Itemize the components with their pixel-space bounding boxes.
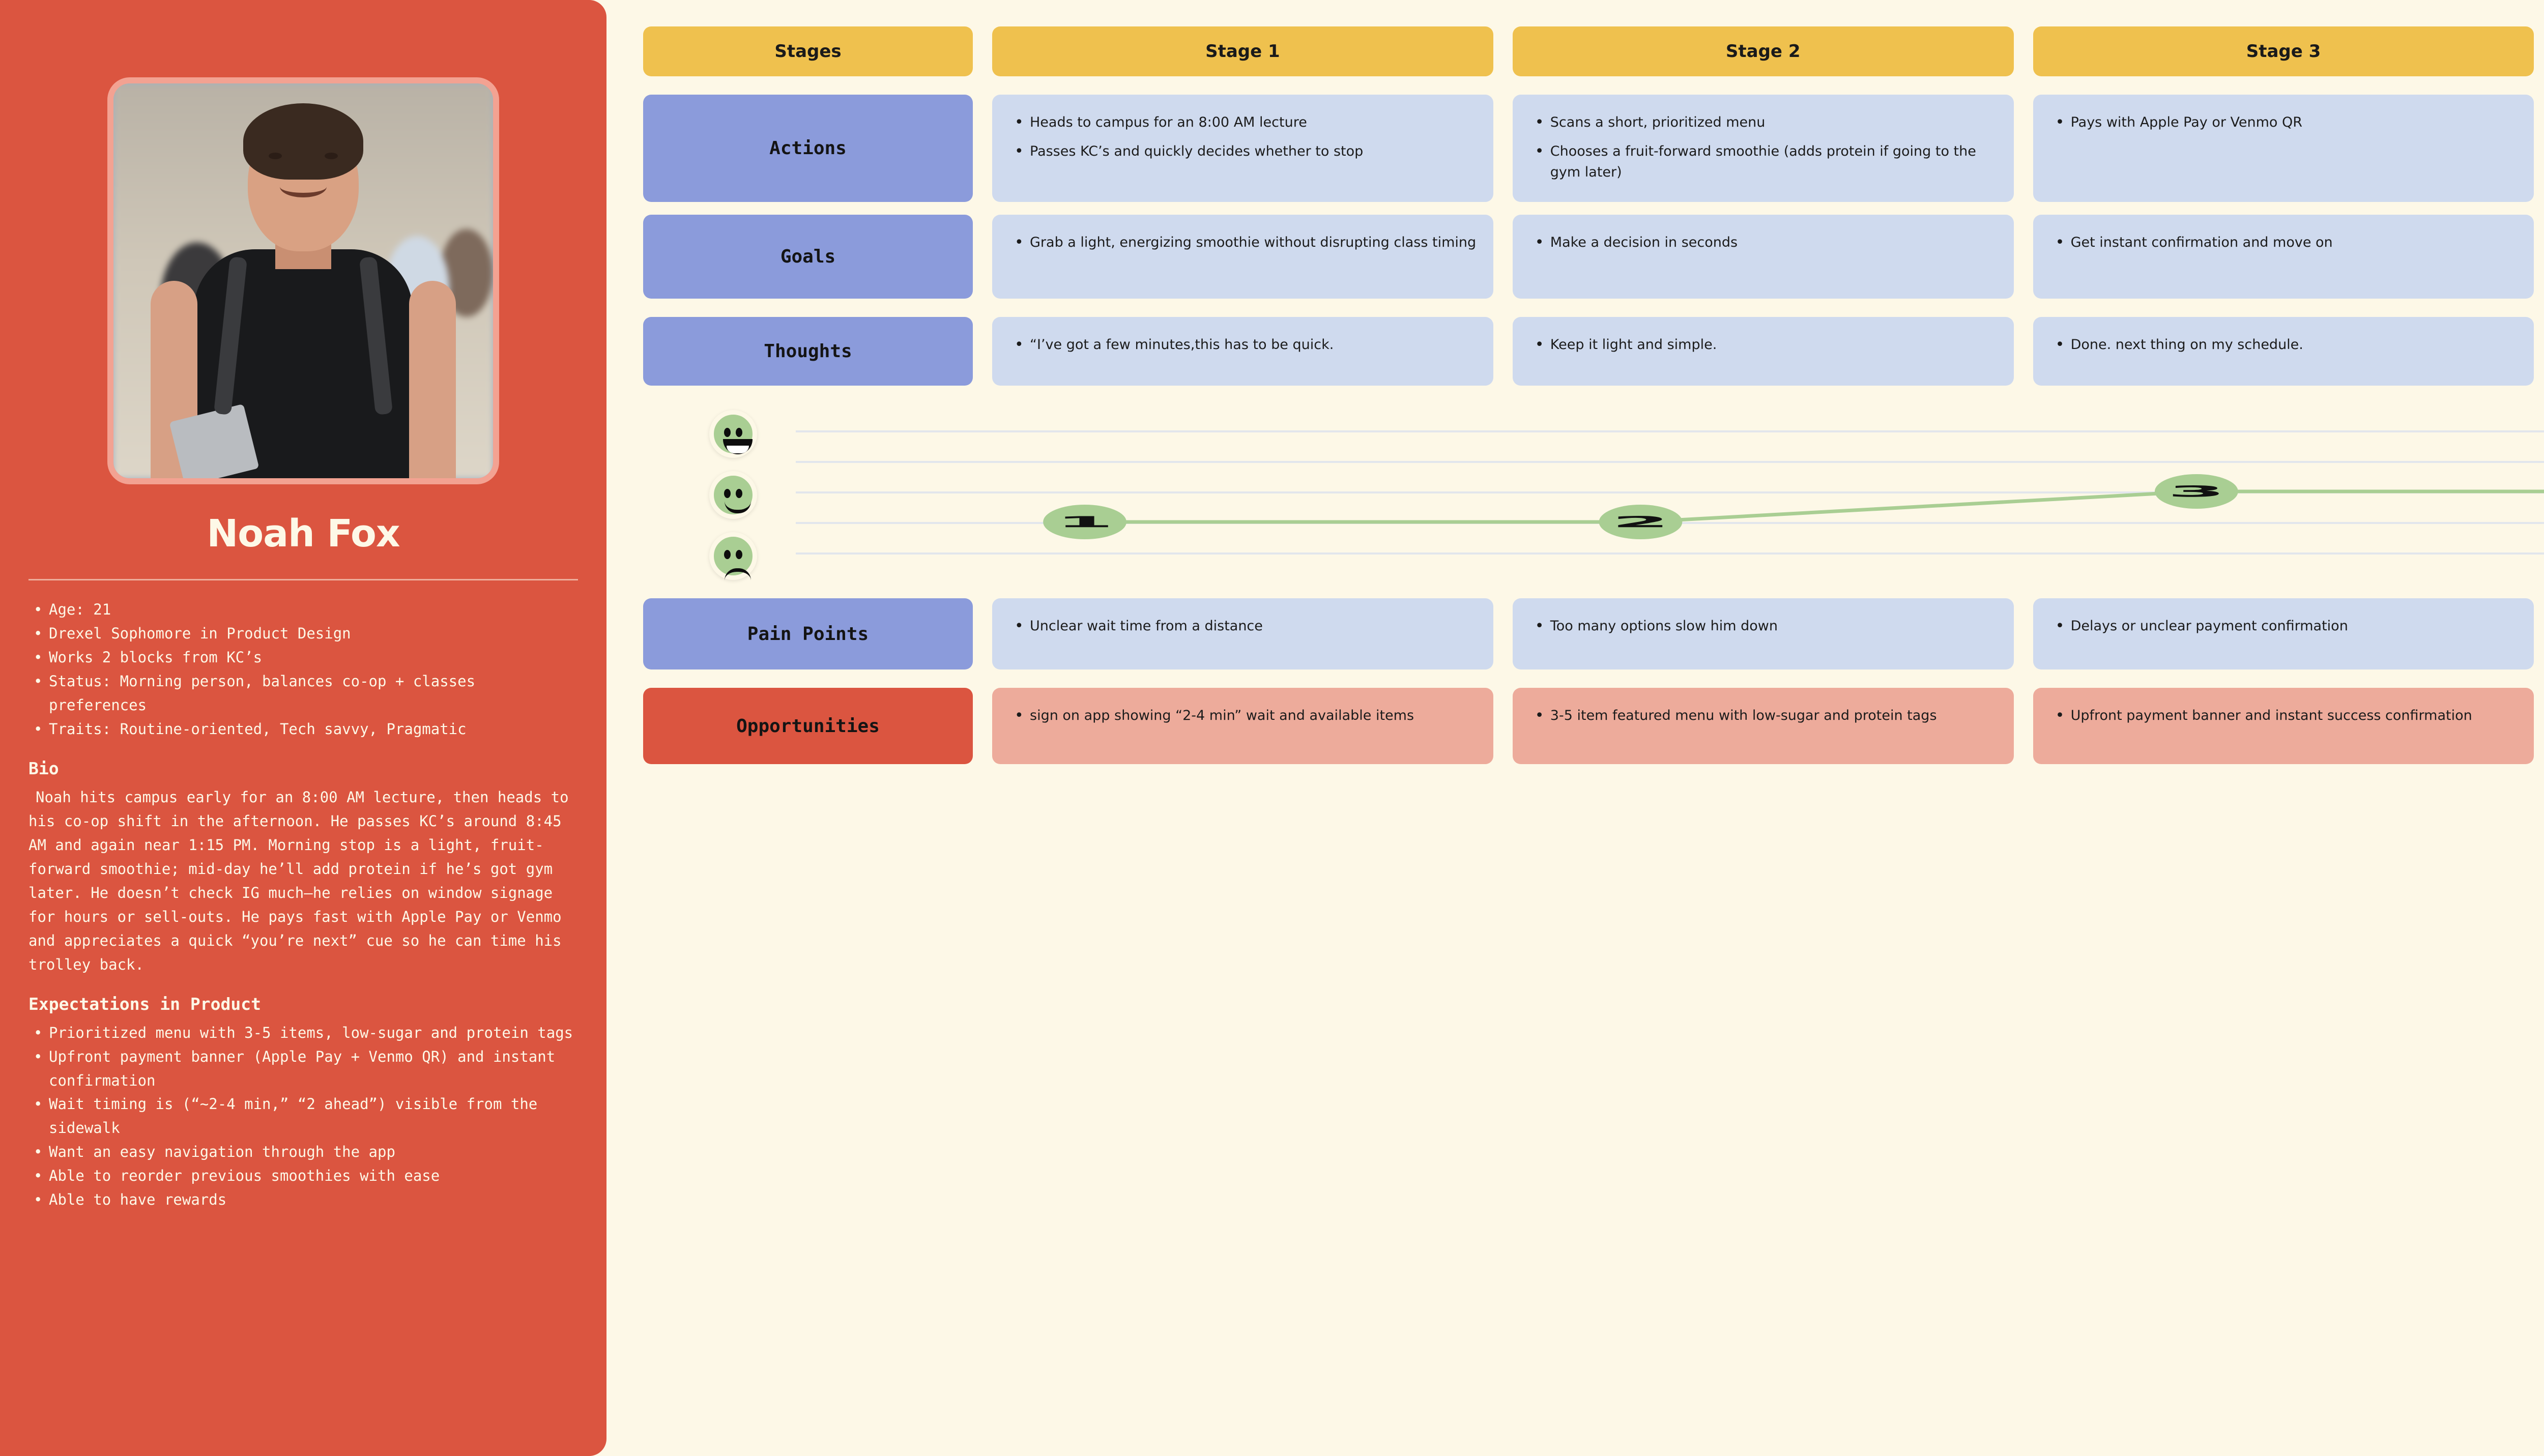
list-item: Grab a light, energizing smoothie withou… [1007,231,1478,254]
neutral-face-icon [709,471,757,519]
list-item: Too many options slow him down [1528,615,1999,638]
avatar [107,77,499,484]
row-label-goals: Goals [643,215,973,299]
persona-sidebar: Noah Fox Age: 21 Drexel Sophomore in Pro… [0,0,606,1456]
sad-face-icon [709,532,757,580]
list-item: Able to have rewards [34,1188,578,1212]
stage-header-row: Stages Stage 1 Stage 2 Stage 3 Stage 4 S… [643,26,2544,76]
persona-facts-list: Age: 21 Drexel Sophomore in Product Desi… [28,598,578,741]
list-item: Status: Morning person, balances co-op +… [34,669,578,717]
journey-node-label: 2 [1611,513,1669,531]
row-label-pain-points: Pain Points [643,598,973,669]
row-opportunities: Opportunities sign on app showing “2-4 m… [643,688,2544,764]
list-item: 3-5 item featured menu with low-sugar an… [1528,704,1999,727]
expectations-heading: Expectations in Product [28,994,261,1014]
row-label-opportunities: Opportunities [643,688,973,764]
cell-actions-stage2: Scans a short, prioritized menu Chooses … [1512,95,2014,202]
cell-pain-stage1: Unclear wait time from a distance [992,598,1493,669]
row-pain-points: Pain Points Unclear wait time from a dis… [643,598,2544,669]
stage-header-3: Stage 3 [2033,26,2534,76]
emotion-plot-area: 12345 [796,410,2544,578]
list-item: Traits: Routine-oriented, Tech savvy, Pr… [34,717,578,741]
persona-expectations-list: Prioritized menu with 3-5 items, low-sug… [28,1021,578,1212]
cell-thoughts-stage2: Keep it light and simple. [1512,317,2014,386]
cell-goals-stage1: Grab a light, energizing smoothie withou… [992,215,1493,299]
list-item: Want an easy navigation through the app [34,1140,578,1164]
stages-label: Stages [643,26,973,76]
stage-header-2: Stage 2 [1512,26,2014,76]
gridline [796,461,2544,463]
bio-heading: Bio [28,758,59,778]
journey-node-label: 3 [2167,483,2225,501]
list-item: Unclear wait time from a distance [1007,615,1478,638]
emotion-curve-chart: 12345 [643,410,2544,580]
list-item: Delays or unclear payment confirmation [2048,615,2519,638]
journey-node[interactable] [2154,474,2238,509]
row-goals: Goals Grab a light, energizing smoothie … [643,215,2544,299]
gridline [796,552,2544,555]
journey-node[interactable] [1599,505,1683,539]
list-item: Works 2 blocks from KC’s [34,646,578,669]
list-item: Get instant confirmation and move on [2048,231,2519,254]
journey-board: Stages Stage 1 Stage 2 Stage 3 Stage 4 S… [606,0,2544,1456]
cell-actions-stage3: Pays with Apple Pay or Venmo QR [2033,95,2534,202]
happy-face-icon [709,410,757,458]
cell-actions-stage1: Heads to campus for an 8:00 AM lecture P… [992,95,1493,202]
stage-header-1: Stage 1 [992,26,1493,76]
list-item: Able to reorder previous smoothies with … [34,1164,578,1188]
cell-opportunity-stage1: sign on app showing “2-4 min” wait and a… [992,688,1493,764]
cell-goals-stage2: Make a decision in seconds [1512,215,2014,299]
list-item: Age: 21 [34,598,578,622]
list-item: Passes KC’s and quickly decides whether … [1007,140,1478,163]
journey-node[interactable] [1043,505,1126,539]
list-item: Upfront payment banner (Apple Pay + Venm… [34,1045,578,1093]
list-item: Scans a short, prioritized menu [1528,111,1999,134]
sidebar-divider [28,579,578,580]
cell-opportunity-stage3: Upfront payment banner and instant succe… [2033,688,2534,764]
list-item: Prioritized menu with 3-5 items, low-sug… [34,1021,578,1045]
list-item: Keep it light and simple. [1528,333,1999,357]
gridline [796,430,2544,432]
cell-opportunity-stage2: 3-5 item featured menu with low-sugar an… [1512,688,2014,764]
row-label-thoughts: Thoughts [643,317,973,386]
row-label-actions: Actions [643,95,973,202]
emotion-scale [709,410,770,580]
gridline [796,491,2544,493]
cell-pain-stage3: Delays or unclear payment confirmation [2033,598,2534,669]
row-thoughts: Thoughts “I’ve got a few minutes,this ha… [643,317,2544,386]
cell-pain-stage2: Too many options slow him down [1512,598,2014,669]
list-item: Done. next thing on my schedule. [2048,333,2519,357]
list-item: Drexel Sophomore in Product Design [34,622,578,646]
cell-thoughts-stage1: “I’ve got a few minutes,this has to be q… [992,317,1493,386]
emotion-nodes-svg: 12345 [1043,474,2238,539]
cell-goals-stage3: Get instant confirmation and move on [2033,215,2534,299]
list-item: Make a decision in seconds [1528,231,1999,254]
list-item: Wait timing is (“~2-4 min,” “2 ahead”) v… [34,1092,578,1140]
journey-node-label: 1 [1056,513,1114,531]
list-item: Chooses a fruit-forward smoothie (adds p… [1528,140,1999,183]
list-item: Pays with Apple Pay or Venmo QR [2048,111,2519,134]
avatar-figure [113,83,493,478]
row-actions: Actions Heads to campus for an 8:00 AM l… [643,95,2544,202]
list-item: “I’ve got a few minutes,this has to be q… [1007,333,1478,357]
list-item: Upfront payment banner and instant succe… [2048,704,2519,727]
persona-name: Noah Fox [207,512,400,556]
bio-text: Noah hits campus early for an 8:00 AM le… [28,788,569,973]
list-item: sign on app showing “2-4 min” wait and a… [1007,704,1478,727]
list-item: Heads to campus for an 8:00 AM lecture [1007,111,1478,134]
cell-thoughts-stage3: Done. next thing on my schedule. [2033,317,2534,386]
